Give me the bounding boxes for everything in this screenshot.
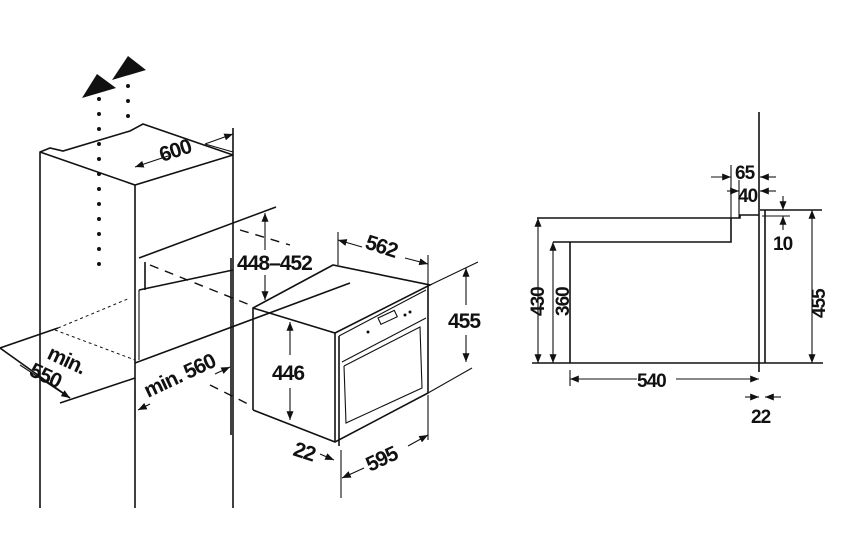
dim-panel-offset: 10 [773,234,793,255]
dim-height-outer: 430 [528,287,549,316]
dim-front-height: 455 [809,288,830,318]
dim-oven-width: 595 [362,442,402,477]
dim-top-offset-outer: 65 [735,163,756,184]
dim-front-panel-depth-side: 22 [751,407,771,428]
dim-oven-depth: 562 [362,231,400,263]
dim-top-offset-inner: 40 [738,186,758,207]
dim-height-inner: 360 [553,287,574,316]
isometric-view: 600 448–452 562 455 446 22 595 min. 560 … [0,56,482,508]
tall-cabinet [0,123,351,508]
dim-body-depth: 540 [637,371,666,392]
oven [252,264,433,446]
dim-front-panel-depth: 22 [290,438,318,467]
side-view: 65 40 10 430 360 455 540 22 [528,112,830,428]
dim-oven-body-height: 446 [272,362,304,385]
dim-niche-height: 448–452 [237,252,312,275]
ventilation-arrows-icon [82,56,146,277]
dim-oven-height: 455 [448,310,481,333]
